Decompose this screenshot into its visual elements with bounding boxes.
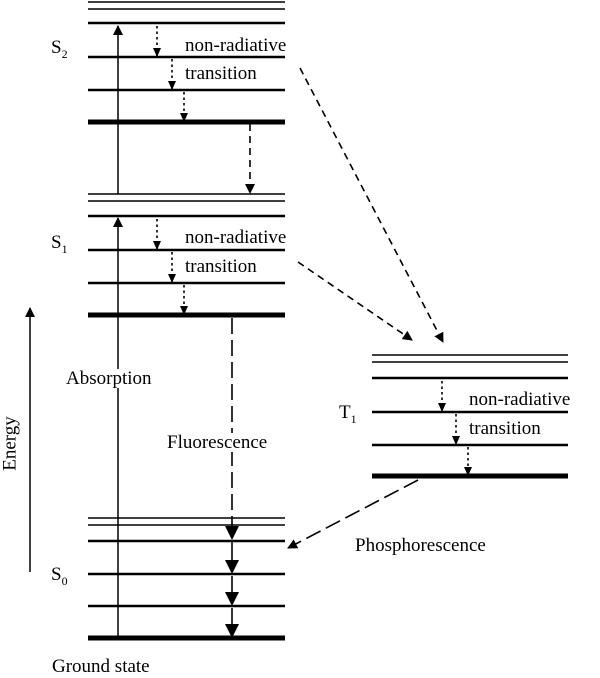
state-subscript: 0 xyxy=(61,574,68,588)
s2-nonradiative-label: non-radiative xyxy=(185,35,287,56)
s2-transition-label: transition xyxy=(185,63,257,84)
s1-nonradiative-label: non-radiative xyxy=(185,227,287,248)
s2-energy-levels xyxy=(88,1,285,125)
state-letter: S xyxy=(51,232,62,253)
ground-state-label: Ground state xyxy=(52,656,150,677)
nonradiative-steps xyxy=(153,26,472,476)
s1-transition-label: transition xyxy=(185,256,257,277)
phosphorescence-arrow xyxy=(287,479,419,549)
state-letter: T xyxy=(339,402,351,423)
t1-nonradiative-label: non-radiative xyxy=(469,389,571,410)
t1-energy-levels xyxy=(372,354,568,479)
state-label-s0: S0 xyxy=(51,565,68,587)
state-label-s1: S1 xyxy=(51,233,68,255)
absorption-label: Absorption xyxy=(65,368,153,389)
s0-energy-levels xyxy=(88,517,285,641)
state-subscript: 2 xyxy=(61,47,68,61)
s1-energy-levels xyxy=(88,193,285,318)
state-subscript: 1 xyxy=(350,412,357,426)
intersystem-crossing-arrows xyxy=(297,67,444,343)
phosphorescence-label: Phosphorescence xyxy=(355,535,486,556)
energy-axis-label: Energy xyxy=(0,416,21,471)
fluorescence-label: Fluorescence xyxy=(166,432,269,453)
t1-transition-label: transition xyxy=(469,418,541,439)
state-label-s2: S2 xyxy=(51,38,68,60)
state-letter: S xyxy=(51,564,62,585)
state-letter: S xyxy=(51,37,62,58)
state-label-t1: T1 xyxy=(339,403,357,425)
state-subscript: 1 xyxy=(61,242,68,256)
